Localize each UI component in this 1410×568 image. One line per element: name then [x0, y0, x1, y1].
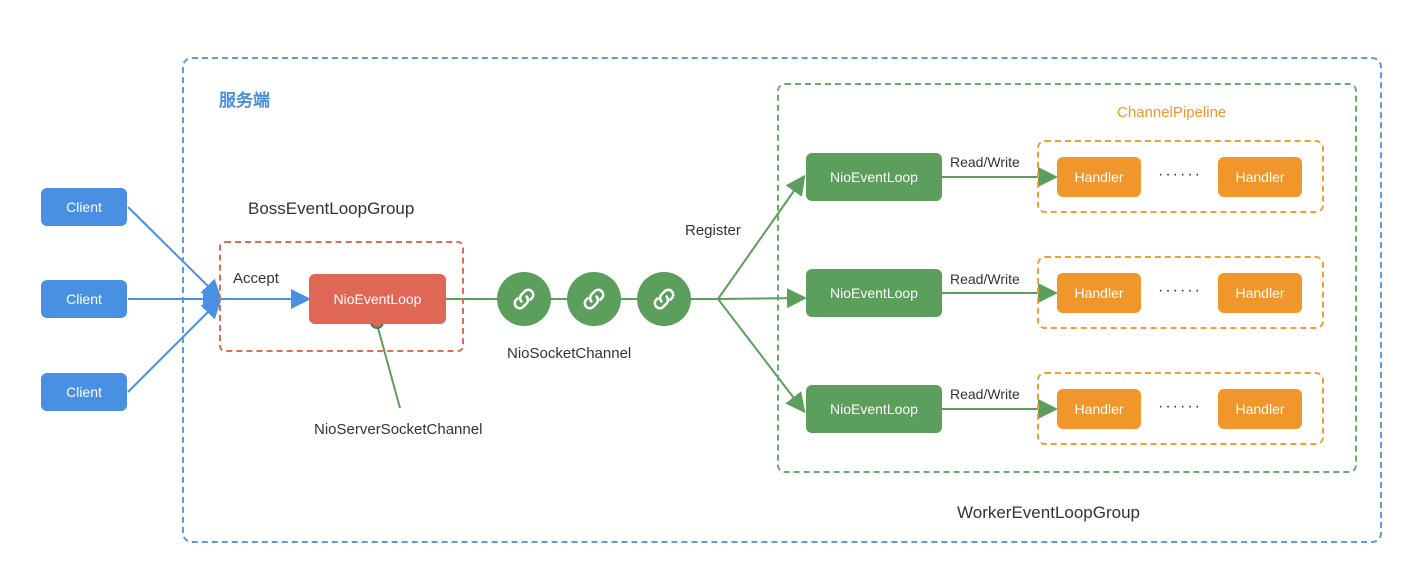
link-icon — [513, 288, 535, 310]
handler-right-2: Handler — [1218, 273, 1302, 313]
worker-event-loop-2: NioEventLoop — [806, 269, 942, 317]
boss-event-loop: NioEventLoop — [309, 274, 446, 324]
ellipsis-3: ······ — [1158, 398, 1202, 415]
client-3: Client — [41, 373, 127, 411]
register-arrow-2 — [717, 288, 807, 309]
server-socket-channel-label: NioServerSocketChannel — [314, 421, 483, 438]
handler-left-2: Handler — [1057, 273, 1141, 313]
boss-group-label: BossEventLoopGroup — [248, 199, 415, 218]
worker-event-loop-3: NioEventLoop — [806, 385, 942, 433]
server-container — [182, 57, 1382, 543]
accept-label: Accept — [233, 270, 279, 287]
handler-right-3: Handler — [1218, 389, 1302, 429]
boss-group-box — [219, 241, 464, 352]
register-arrow-1 — [717, 174, 806, 300]
rw-label-2: Read/Write — [950, 271, 1020, 287]
socket-channel-label: NioSocketChannel — [507, 345, 632, 362]
pipeline-label: ChannelPipeline — [1117, 104, 1227, 121]
client-1: Client — [41, 188, 127, 226]
worker-group-label: WorkerEventLoopGroup — [957, 503, 1141, 522]
rw-label-3: Read/Write — [950, 386, 1020, 402]
handler-left-3: Handler — [1057, 389, 1141, 429]
link-icon — [583, 288, 605, 310]
socket-channel-3 — [637, 272, 691, 326]
link-icon — [653, 288, 675, 310]
rw-label-1: Read/Write — [950, 154, 1020, 170]
client-2: Client — [41, 280, 127, 318]
pipeline-box-3 — [1037, 372, 1324, 445]
pipeline-box-1 — [1037, 140, 1324, 213]
handler-left-1: Handler — [1057, 157, 1141, 197]
ellipsis-1: ······ — [1158, 166, 1202, 183]
client-3-arrow — [127, 298, 222, 393]
socket-channel-2 — [567, 272, 621, 326]
ellipsis-2: ······ — [1158, 282, 1202, 299]
server-channel-pointer — [377, 327, 401, 409]
socket-channel-1 — [497, 272, 551, 326]
handler-right-1: Handler — [1218, 157, 1302, 197]
register-label: Register — [685, 222, 741, 239]
client-1-arrow — [127, 206, 222, 300]
worker-event-loop-1: NioEventLoop — [806, 153, 942, 201]
pipeline-box-2 — [1037, 256, 1324, 329]
register-arrow-3 — [717, 298, 806, 414]
server-label: 服务端 — [219, 91, 270, 110]
worker-group-box — [777, 83, 1357, 473]
